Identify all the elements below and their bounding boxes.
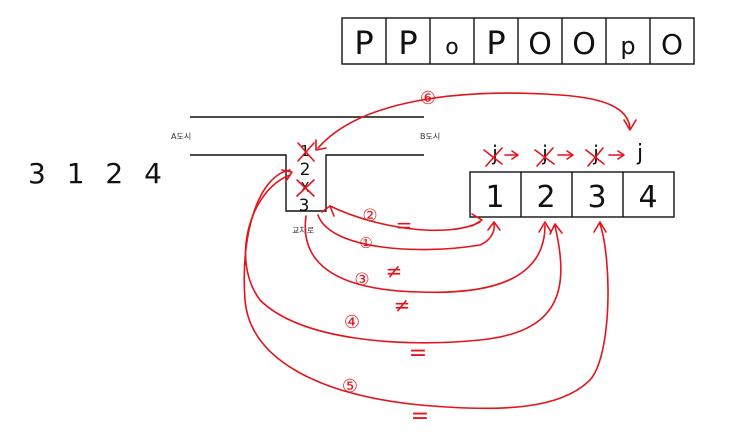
pointer-progression: j j j j [483, 141, 643, 167]
step-label-3: ③ [354, 270, 369, 290]
relation-step-3: ≠ [386, 259, 403, 283]
stack-item-2: 2 [300, 160, 311, 180]
step-label-6: ⑥ [420, 88, 436, 109]
city-b-label: B도시 [420, 132, 440, 141]
junction-label: 교차로 [292, 226, 314, 235]
pointer-j-1: j [491, 141, 498, 165]
sequence-box-2: P [398, 24, 417, 62]
road-junction: A도시 B도시 교차로 [171, 116, 440, 235]
number-box-1: 1 [485, 180, 504, 215]
input-order-text: 3 1 2 4 [28, 157, 168, 190]
junction-stack: 1 2 X 3 [296, 142, 315, 216]
relation-step-5: = [411, 404, 429, 429]
pointer-j-3: j [592, 141, 599, 165]
relation-step-3b: ≠ [394, 293, 411, 317]
step-label-5: ⑤ [342, 376, 358, 397]
city-a-label: A도시 [171, 132, 191, 141]
pointer-j-4: j [636, 141, 643, 166]
sequence-box-row: P P o P O O p O [341, 17, 695, 65]
step-label-2: ② [362, 206, 377, 226]
relation-step-4: = [409, 341, 427, 366]
annotation-arrows [243, 92, 637, 410]
sequence-box-1: P [354, 24, 373, 62]
sequence-box-3: o [445, 35, 458, 60]
sequence-box-7: p [620, 32, 635, 60]
number-box-row: 1 2 3 4 [469, 171, 675, 218]
number-box-2: 2 [536, 180, 555, 215]
step-label-4: ④ [344, 312, 360, 333]
relation-step-2: = [396, 213, 413, 237]
sequence-box-8: O [661, 28, 683, 61]
relation-marks: = ≠ ≠ = = [386, 213, 430, 429]
pointer-j-2: j [541, 141, 548, 165]
sequence-box-5: O [528, 27, 552, 62]
stack-item-3: 3 [299, 196, 310, 216]
number-box-3: 3 [587, 180, 606, 215]
step-label-1: ① [359, 234, 372, 252]
sequence-box-4: P [486, 24, 505, 62]
step-labels: ⑥ ② ① ③ ④ ⑤ [342, 88, 436, 397]
sequence-box-6: O [572, 27, 596, 62]
number-box-4: 4 [638, 180, 657, 215]
